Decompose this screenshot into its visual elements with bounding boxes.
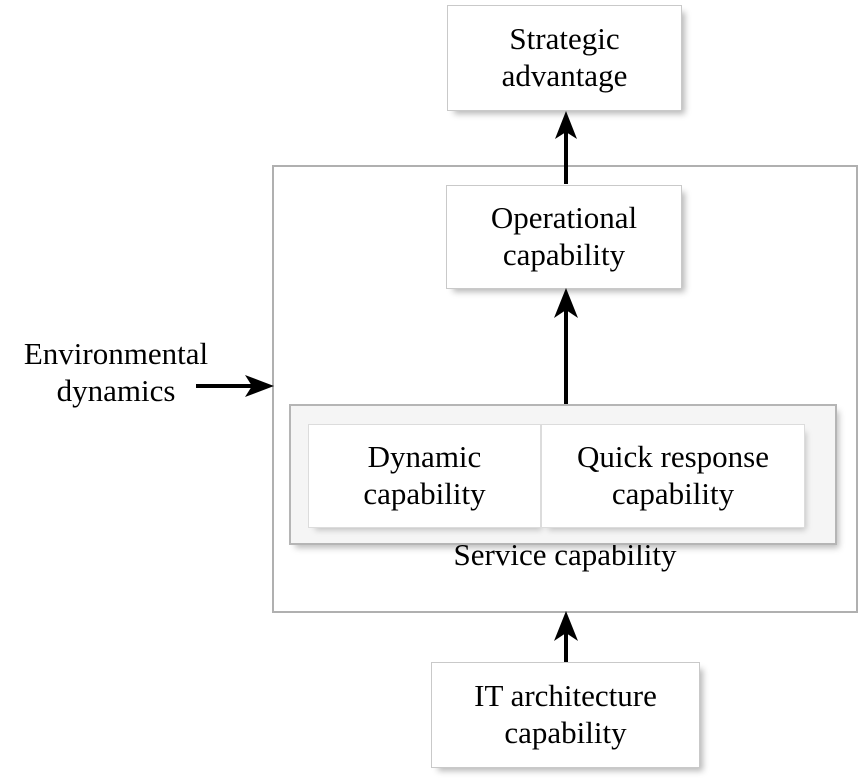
node-dynamic-capability-label: Dynamic capability (363, 439, 485, 512)
node-operational-capability-line1: Operational (490, 200, 638, 236)
node-strategic-advantage-label: Strategic advantage (496, 21, 634, 94)
node-operational-capability[interactable]: Operational capability (446, 185, 682, 289)
label-environmental-dynamics: Environmental dynamics (0, 335, 232, 409)
node-it-architecture-capability-label: IT architecture capability (468, 678, 663, 751)
node-dynamic-capability-line1: Dynamic (367, 439, 482, 475)
node-operational-capability-line2: capability (502, 237, 626, 272)
node-quick-response-capability-line2: capability (611, 476, 735, 511)
node-dynamic-capability-line2: capability (363, 476, 486, 511)
node-quick-response-capability[interactable]: Quick response capability (541, 424, 805, 528)
node-it-architecture-capability[interactable]: IT architecture capability (431, 662, 700, 768)
label-environmental-dynamics-line2: dynamics (56, 373, 176, 409)
node-strategic-advantage[interactable]: Strategic advantage (447, 5, 682, 111)
label-environmental-dynamics-line1: Environmental (23, 336, 209, 371)
node-it-architecture-capability-line2: capability (504, 715, 627, 750)
node-quick-response-capability-label: Quick response capability (577, 439, 769, 512)
group-capabilities: Dynamic capability Quick response capabi… (289, 404, 837, 545)
arrow-it-architecture-to-service-capability (554, 611, 578, 662)
node-operational-capability-label: Operational capability (485, 200, 643, 273)
node-quick-response-capability-line1: Quick response (577, 439, 769, 475)
node-it-architecture-capability-line1: IT architecture (474, 678, 657, 714)
node-strategic-advantage-line1: Strategic (509, 21, 620, 57)
node-strategic-advantage-line2: advantage (501, 58, 628, 93)
node-dynamic-capability[interactable]: Dynamic capability (308, 424, 541, 528)
